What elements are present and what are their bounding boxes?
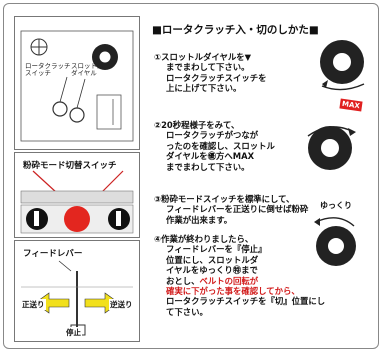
feed-lever-illustration: フィードレバー 正送り 逆送り 停止 <box>14 240 140 342</box>
throttle-dial-slow-icon <box>314 217 356 266</box>
step-3: ③粉砕モードスイッチを標準にして、 フィードレバーを正送りに倒せば粉砕 作業が出… <box>154 194 309 225</box>
warning-text-2: 確実に下がった事を確認してから、 <box>166 286 300 297</box>
stop-label: 停止 <box>65 327 82 338</box>
throttle-dial-icon <box>320 40 365 91</box>
grinding-mode-callout: 粉砕モード切替スイッチ <box>23 161 117 171</box>
control-panel-drawing <box>20 30 134 142</box>
throttle-dial-label: スロットル ダイヤル <box>71 62 104 77</box>
feed-lever-callout: フィードレバー <box>23 249 83 259</box>
grinding-mode-switch-illustration: 粉砕モード切替スイッチ <box>14 152 140 238</box>
page-title: ■ロータクラッチ入・切のしかた■ <box>152 24 319 36</box>
step-1: ①スロットルダイヤルを▼ までまわして下さい。 ロータクラッチスイッチを 上に上… <box>154 52 267 94</box>
warning-text: ベルトの回転が <box>199 275 259 286</box>
instruction-sheet: ロータクラッチ スイッチ スロットル ダイヤル 粉砕モード切替スイッチ フィード… <box>3 3 379 349</box>
instructions: ■ロータクラッチ入・切のしかた■ ①スロットルダイヤルを▼ までまわして下さい。… <box>146 12 374 342</box>
grinding-mode-drawing <box>20 170 134 234</box>
step-2: ②20秒程様子をみて、 ロータクラッチがつなが ったのを確認し、スロットル ダイ… <box>154 120 275 172</box>
reverse-label: 逆送り <box>109 299 134 310</box>
throttle-dial-max-icon <box>307 126 356 170</box>
control-panel-illustration: ロータクラッチ スイッチ スロットル ダイヤル <box>14 16 140 150</box>
step-4: ④作業が終わりましたら、 フィードレバーを『停止』 位置にし、スロットルダ イヤ… <box>154 234 326 317</box>
slow-label: ゆっくり <box>320 201 352 210</box>
feed-lever-drawing <box>21 260 133 336</box>
forward-label: 正送り <box>21 299 46 310</box>
switch-red-center <box>64 206 90 232</box>
max-badge: MAX <box>339 98 363 112</box>
rotor-clutch-switch-label: ロータクラッチ スイッチ <box>25 62 71 77</box>
